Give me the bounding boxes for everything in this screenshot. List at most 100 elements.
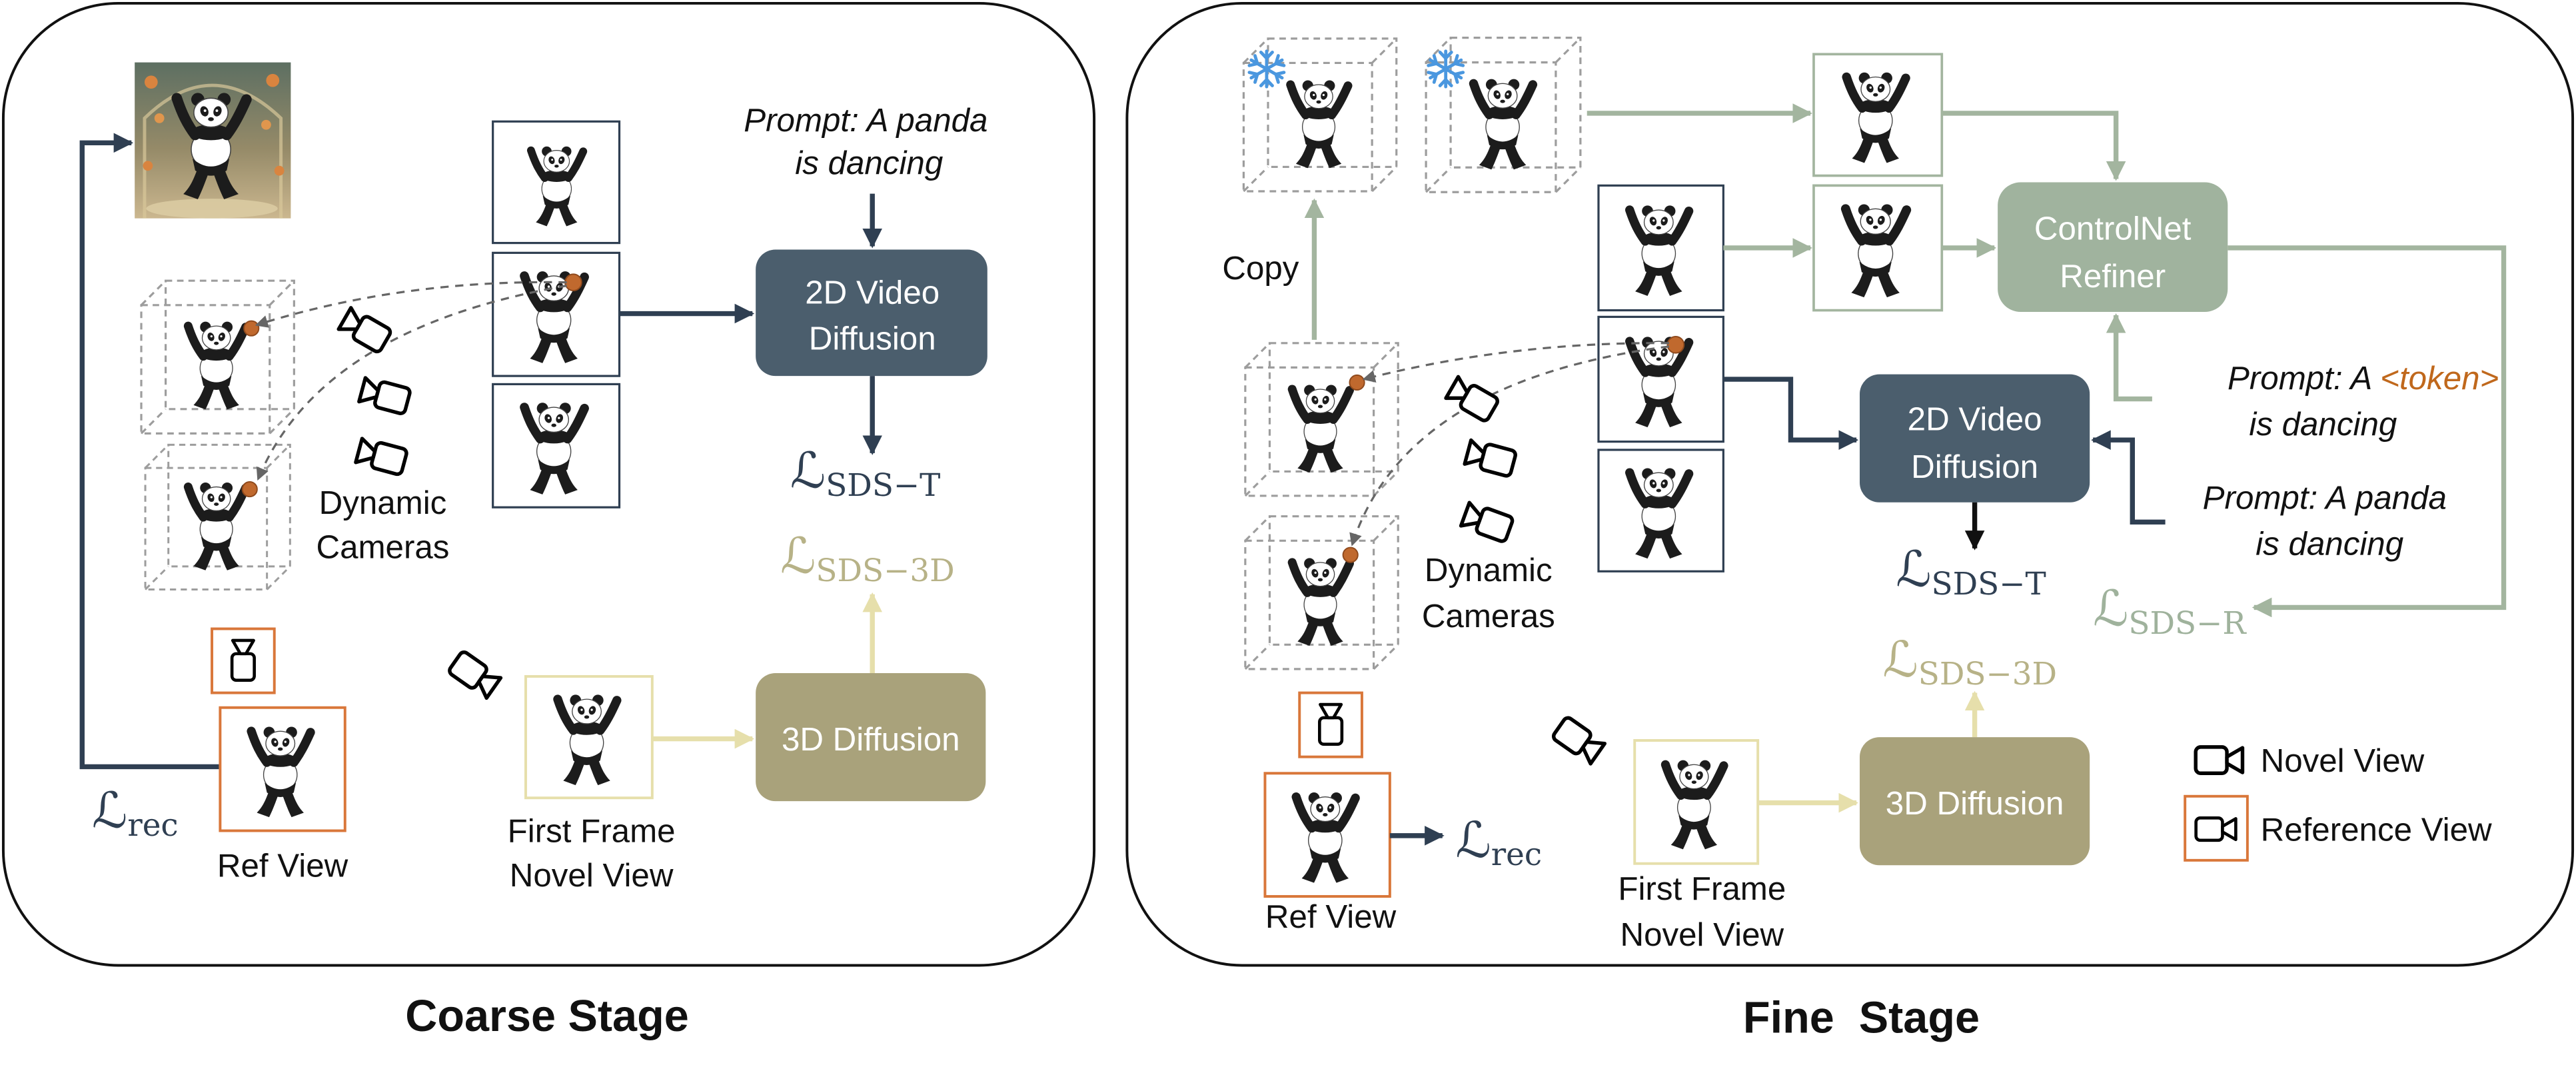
diffusion-3d-box: 3D Diffusion xyxy=(1860,737,2090,866)
prompt-line-1: Prompt: A panda xyxy=(744,102,987,139)
video-frames xyxy=(492,120,621,509)
loss-symbol: ℒ xyxy=(1455,812,1491,869)
refiner-to-sds-r-arrow xyxy=(2228,245,2507,618)
correspondence-arrow xyxy=(1362,342,1670,383)
image-floor xyxy=(146,199,278,219)
box-shape xyxy=(1860,374,2090,503)
camera-icon xyxy=(2196,818,2236,840)
coarse-stage: Prompt: A panda is dancing 2D Video Diff… xyxy=(1,1,1096,967)
panda-image xyxy=(1292,385,1349,473)
loss-symbol: ℒ xyxy=(780,528,816,585)
token-prompt-prefix: Prompt: A xyxy=(2228,360,2380,397)
box-label-line-1: ControlNet xyxy=(2034,211,2192,247)
video-diffusion-box: 2D Video Diffusion xyxy=(756,249,987,377)
ref-view-label: Ref View xyxy=(217,847,348,884)
loss-subscript: SDS−3D xyxy=(816,553,954,589)
camera-icon xyxy=(232,640,255,680)
coarse-stage-caption: Coarse Stage xyxy=(405,992,688,1041)
ornament-flower xyxy=(261,119,271,130)
correspondence-arrow xyxy=(256,285,567,481)
legend: Novel View Reference View xyxy=(2184,742,2492,862)
panda-image xyxy=(1292,558,1349,646)
camera-icon xyxy=(356,438,408,475)
dynamic-cameras-line-2: Cameras xyxy=(1422,598,1555,634)
controlnet-refiner-box: ControlNet Refiner xyxy=(1998,182,2228,313)
prompt-line-1: Prompt: A panda xyxy=(2203,480,2447,517)
loss-rec: ℒrec xyxy=(1455,812,1542,873)
box-label-line-2: Refiner xyxy=(2060,258,2166,295)
box-shape xyxy=(1998,182,2228,313)
token-prompt-line-2: is dancing xyxy=(2249,406,2397,443)
copy-label: Copy xyxy=(1222,250,1299,287)
ornament-arch xyxy=(143,83,283,219)
token-prompt-line-1: Prompt: A <token> xyxy=(2164,360,2545,397)
fine-stage: Copy ControlNet Refiner ℒSDS−R Prompt: A… xyxy=(1125,1,2575,967)
box-label-line-2: Diffusion xyxy=(809,321,936,357)
legend-label: Reference View xyxy=(2261,811,2492,848)
orange-dot xyxy=(564,273,582,292)
dynamic-view-cube xyxy=(140,279,295,435)
loss-rec: ℒrec xyxy=(92,782,179,844)
correspondence-arrow xyxy=(255,281,567,328)
box-label-line-2: Diffusion xyxy=(1911,449,2038,485)
ornament-flower xyxy=(154,113,165,123)
camera-icon xyxy=(1552,716,1605,764)
panda-image xyxy=(1474,79,1533,170)
loss-subscript: SDS−T xyxy=(826,468,940,504)
ornament-flower xyxy=(143,161,153,171)
loss-subscript: SDS−T xyxy=(1932,566,2046,602)
box-shape xyxy=(1860,737,2090,866)
loss-subscript: SDS−R xyxy=(2128,606,2247,642)
first-frame-label-line-1: First Frame xyxy=(1618,870,1786,907)
camera-icon xyxy=(358,377,410,415)
loss-sds-3d: ℒSDS−3D xyxy=(780,528,955,589)
token-prompt-token: <token> xyxy=(2380,360,2499,397)
box-label: 3D Diffusion xyxy=(1886,785,2064,822)
video-diffusion-box: 2D Video Diffusion xyxy=(1860,374,2090,503)
camera-icon xyxy=(448,650,501,699)
orange-dot xyxy=(1342,546,1359,563)
legend-item-novel-view: Novel View xyxy=(2196,742,2425,779)
generated-reference-image xyxy=(135,62,291,219)
loss-sds-t: ℒSDS−T xyxy=(1896,540,2046,602)
loss-symbol: ℒ xyxy=(790,443,826,500)
prompt-line-2: is dancing xyxy=(795,145,943,181)
snowflake-icon xyxy=(1427,51,1464,87)
camera-icon xyxy=(1319,704,1342,744)
panda-image xyxy=(188,483,245,570)
orange-dot xyxy=(243,320,260,337)
dynamic-cameras-line-1: Dynamic xyxy=(319,485,447,521)
camera-icon xyxy=(338,307,392,353)
fine-stage-panel xyxy=(1125,1,2575,967)
frozen-view-cube xyxy=(1242,37,1398,193)
coarse-stage-panel xyxy=(1,1,1096,967)
snowflake-icon xyxy=(1249,51,1285,87)
dynamic-cameras-line-1: Dynamic xyxy=(1425,552,1553,588)
box-label-line-1: 2D Video xyxy=(805,275,940,311)
dynamic-view-cube xyxy=(144,443,291,591)
loss-sds-t: ℒSDS−T xyxy=(790,443,940,504)
loss-symbol: ℒ xyxy=(1896,540,1931,598)
dynamic-cameras-line-2: Cameras xyxy=(317,529,450,566)
first-frame-label-line-1: First Frame xyxy=(508,813,676,850)
orange-dot xyxy=(1349,374,1365,391)
ornament-flower xyxy=(266,73,280,87)
loss-subscript: SDS−3D xyxy=(1918,656,2057,692)
camera-icon xyxy=(1461,502,1514,542)
token-prompt-arrow xyxy=(2106,313,2152,402)
prompt-arrow xyxy=(2091,430,2166,525)
panda-image xyxy=(188,322,245,410)
loss-symbol: ℒ xyxy=(92,782,127,840)
box-label-line-1: 2D Video xyxy=(1908,401,2042,437)
loss-symbol: ℒ xyxy=(1883,631,1918,688)
fine-stage-caption: Fine Stage xyxy=(1743,994,1980,1043)
panda-image xyxy=(1291,81,1348,169)
legend-item-reference-view: Reference View xyxy=(2184,794,2492,862)
legend-label: Novel View xyxy=(2261,742,2425,779)
refined-to-refiner-arrow xyxy=(1942,111,2126,181)
loss-sds-3d: ℒSDS−3D xyxy=(1883,631,2058,692)
box-shape xyxy=(756,249,987,377)
orange-dot xyxy=(1666,336,1685,354)
loss-sds-r: ℒSDS−R xyxy=(2093,580,2247,642)
camera-icon xyxy=(2196,747,2242,773)
